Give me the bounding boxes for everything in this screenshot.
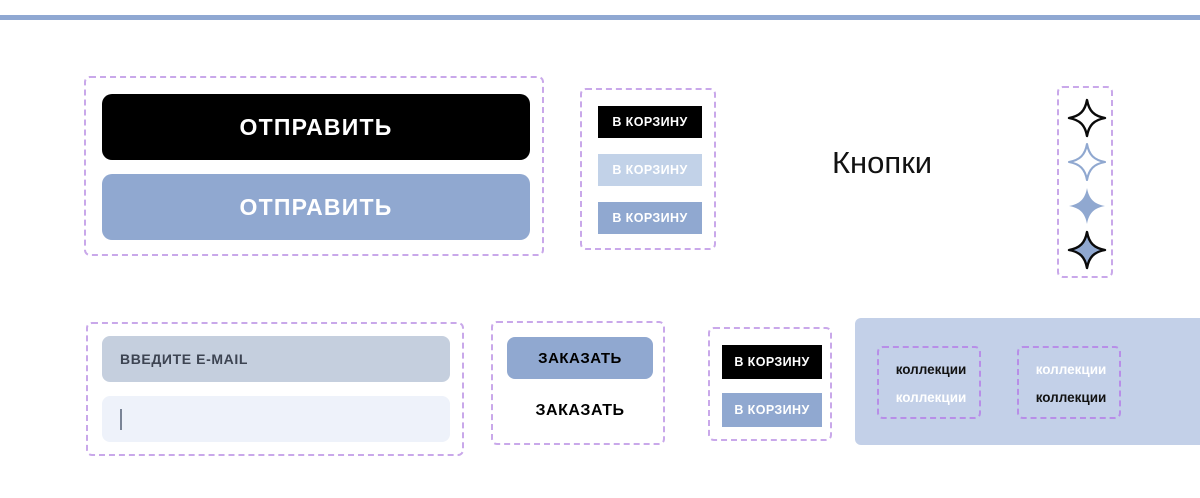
cart-button-group: В КОРЗИНУ В КОРЗИНУ xyxy=(708,327,832,441)
sparkle-icon-outline-black[interactable] xyxy=(1067,98,1107,138)
submit-button-dark[interactable]: ОТПРАВИТЬ xyxy=(102,94,530,160)
sparkle-icon-filled-blue[interactable] xyxy=(1067,186,1107,226)
collections-label-light[interactable]: коллекции xyxy=(895,390,967,405)
submit-button-blue[interactable]: ОТПРАВИТЬ xyxy=(102,174,530,240)
sparkle-icon-outline-blue[interactable] xyxy=(1067,142,1107,182)
text-caret xyxy=(120,408,122,430)
cart-chip-dark[interactable]: В КОРЗИНУ xyxy=(598,106,702,138)
collections-label-light[interactable]: коллекции xyxy=(1035,362,1107,377)
collections-sample-right: коллекции коллекции xyxy=(1017,346,1121,419)
sparkle-icon-filled-blue-outlined[interactable] xyxy=(1067,230,1107,270)
cart-button-dark[interactable]: В КОРЗИНУ xyxy=(722,345,822,379)
cart-button-blue[interactable]: В КОРЗИНУ xyxy=(722,393,822,427)
collections-panel: коллекции коллекции коллекции коллекции xyxy=(855,318,1200,445)
page-title: Кнопки xyxy=(832,145,933,180)
cart-chip-blue[interactable]: В КОРЗИНУ xyxy=(598,202,702,234)
order-button-filled[interactable]: ЗАКАЗАТЬ xyxy=(507,337,653,379)
order-button-text[interactable]: ЗАКАЗАТЬ xyxy=(507,398,653,424)
submit-button-group: ОТПРАВИТЬ ОТПРАВИТЬ xyxy=(84,76,544,256)
cart-chip-light-blue[interactable]: В КОРЗИНУ xyxy=(598,154,702,186)
collections-sample-left: коллекции коллекции xyxy=(877,346,981,419)
collections-label-dark[interactable]: коллекции xyxy=(1035,390,1107,405)
top-divider-rule xyxy=(0,15,1200,20)
email-input-placeholder[interactable]: ВВЕДИТЕ E-MAIL xyxy=(102,336,450,382)
email-field-group: ВВЕДИТЕ E-MAIL xyxy=(86,322,464,456)
collections-label-dark[interactable]: коллекции xyxy=(895,362,967,377)
cart-chip-group: В КОРЗИНУ В КОРЗИНУ В КОРЗИНУ xyxy=(580,88,716,250)
sparkle-icon-group xyxy=(1057,86,1113,278)
email-input-focused[interactable] xyxy=(102,396,450,442)
order-button-group: ЗАКАЗАТЬ ЗАКАЗАТЬ xyxy=(491,321,665,445)
